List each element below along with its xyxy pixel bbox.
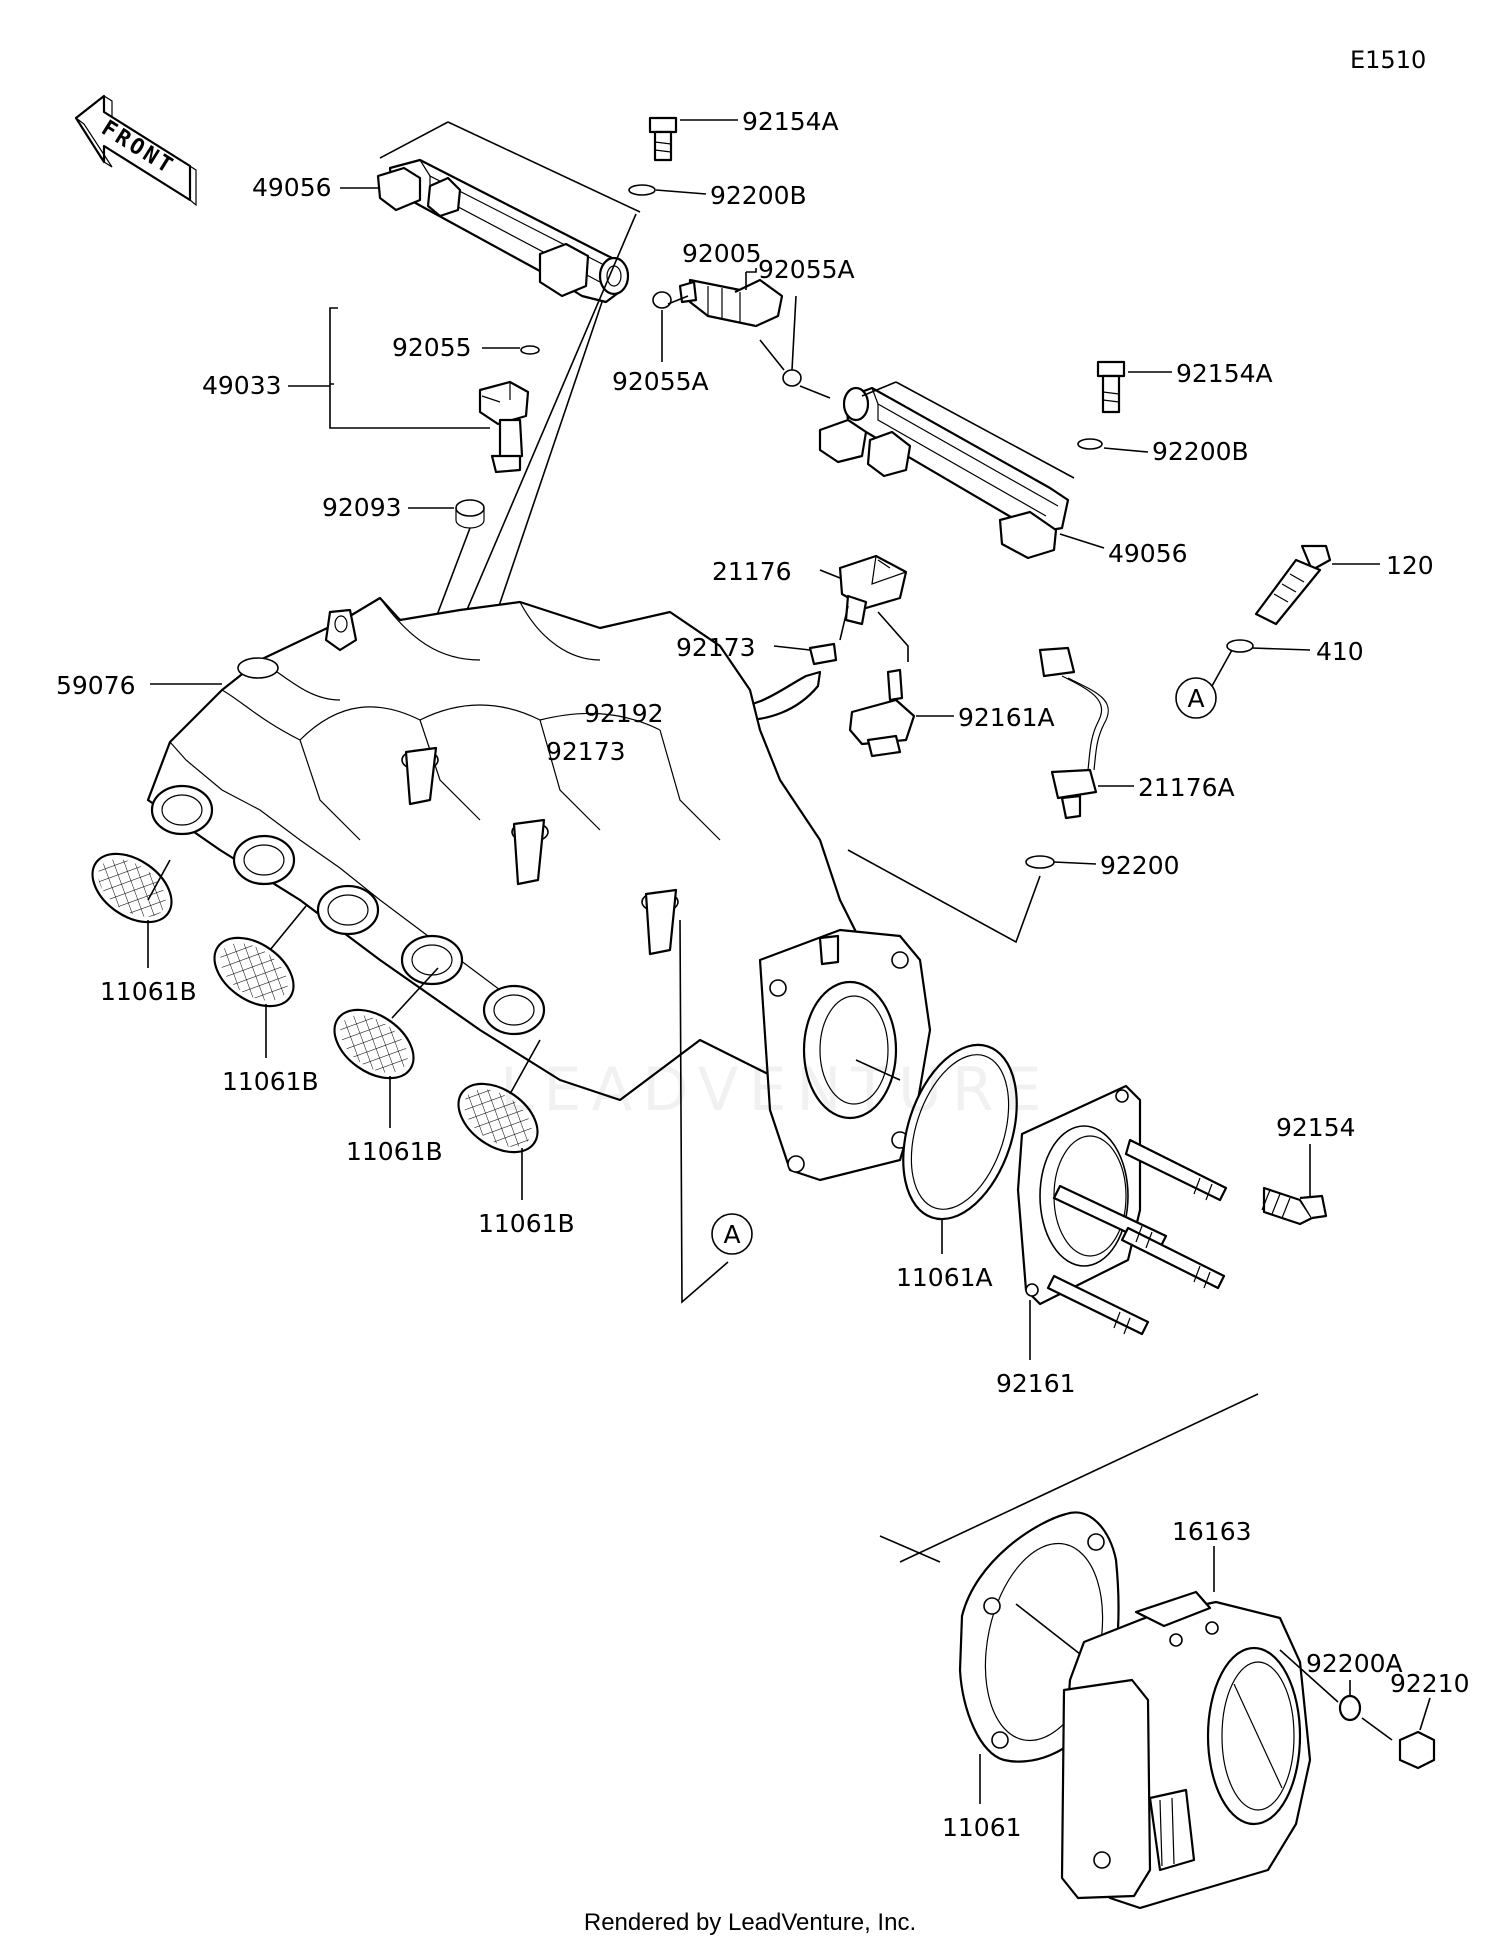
nut-92210 [1398,1730,1436,1770]
svg-text:A: A [723,1220,740,1249]
washer-92200a [1338,1694,1362,1722]
oring-92055a-left [652,291,672,309]
bolt-92154a-top [648,116,678,162]
footer-credit: Rendered by LeadVenture, Inc. [584,1909,916,1936]
bolt-120 [1254,544,1332,626]
label-11061b-2: 11061B [222,1067,319,1096]
label-92055: 92055 [392,333,472,362]
label-49033: 49033 [202,371,282,400]
oring-92055a-right [782,369,802,387]
svg-text:A: A [1187,684,1204,713]
washer-92200 [1025,855,1055,869]
label-92154a-top: 92154A [742,107,839,136]
label-92055a-right: 92055A [758,255,855,284]
label-92154a-right: 92154A [1176,359,1273,388]
ref-a-lower: A [711,1213,753,1255]
label-92093: 92093 [322,493,402,522]
washer-92200b-right [1077,438,1103,450]
injector-49033 [478,380,530,474]
label-120: 120 [1386,551,1434,580]
label-92210: 92210 [1390,1669,1470,1698]
screen-11061b-4 [457,1082,539,1154]
label-92154: 92154 [1276,1113,1356,1142]
label-92161: 92161 [996,1369,1076,1398]
intake-manifold-59076 [146,596,932,1182]
washer-410 [1226,639,1254,653]
front-arrow-icon: FRONT [74,94,197,207]
gasket-11061a [902,1043,1018,1221]
label-11061b-4: 11061B [478,1209,575,1238]
fuel-rail-right [818,386,1070,560]
fuel-rail-left [376,158,630,304]
sensor-21176 [838,554,908,626]
throttle-body-16163 [1060,1590,1312,1910]
screen-11061b-2 [213,936,295,1008]
clamp-92173-top [808,642,838,666]
label-92200b-right: 92200B [1152,437,1249,466]
sensor-21176a [1038,646,1109,820]
label-21176a: 21176A [1138,773,1235,802]
washer-92200b-top [628,184,656,196]
bolt-92154 [1261,1186,1328,1226]
label-92161a: 92161A [958,703,1055,732]
label-11061: 11061 [942,1813,1022,1842]
label-92200a: 92200A [1306,1649,1403,1678]
label-11061b-1: 11061B [100,977,197,1006]
label-92055a-left: 92055A [612,367,709,396]
sensor-92161a [848,668,916,758]
label-11061a: 11061A [896,1263,993,1292]
label-92173-bottom: 92173 [546,737,626,766]
label-11061b-3: 11061B [346,1137,443,1166]
label-92005: 92005 [682,239,762,268]
spacer-92161 [1016,1084,1228,1336]
label-21176: 21176 [712,557,792,586]
label-49056-right: 49056 [1108,539,1188,568]
oring-92055 [520,345,540,355]
label-92192: 92192 [584,699,664,728]
label-49056-left: 49056 [252,173,332,202]
ref-a-upper: A [1175,677,1217,719]
label-92173-top: 92173 [676,633,756,662]
joint-92005 [678,278,784,328]
screen-11061b-1 [91,852,173,924]
label-59076: 59076 [56,671,136,700]
label-410: 410 [1316,637,1364,666]
label-16163: 16163 [1172,1517,1252,1546]
cap-92093 [455,499,485,517]
screen-11061b-3 [333,1008,415,1080]
bolt-92154a-right [1096,360,1126,414]
watermark: LEADVENTURE [500,1055,1052,1125]
label-92200: 92200 [1100,851,1180,880]
label-92200b-top: 92200B [710,181,807,210]
diagram-code: E1510 [1350,46,1426,74]
